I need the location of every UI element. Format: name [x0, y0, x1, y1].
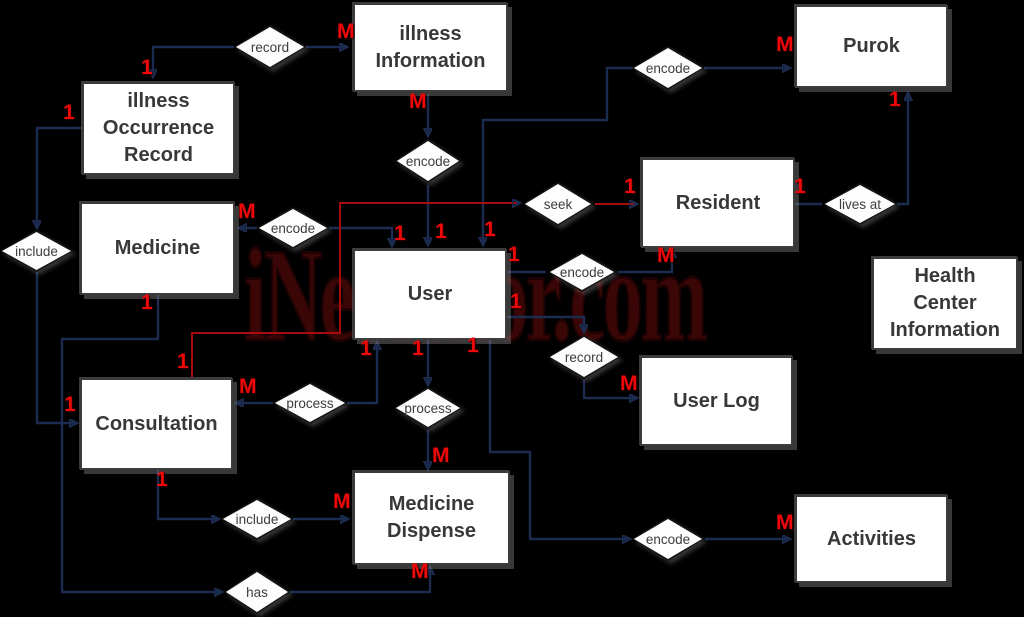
entity-medicine: Medicine: [80, 202, 235, 295]
cardinality-label: 1: [467, 334, 479, 357]
cardinality-label: M: [657, 244, 675, 267]
relationship-include-occurrence: include: [0, 230, 73, 272]
relationship-encode-medicine: encode: [257, 207, 329, 249]
cardinality-label: M: [432, 444, 450, 467]
entity-label: Purok: [843, 35, 900, 57]
line-user-to-activities-encode: [488, 340, 629, 539]
cardinality-label: M: [776, 33, 794, 56]
relationship-label: seek: [543, 196, 573, 212]
line-consultation-to-include: [156, 470, 218, 519]
relationship-label: include: [15, 243, 58, 259]
entity-label: Health Center Information: [890, 265, 1000, 341]
line-medicine-to-has: [60, 295, 221, 592]
cardinality-label: 1: [510, 290, 522, 313]
cardinality-label: 1: [889, 88, 901, 111]
relationship-encode-resident: encode: [548, 252, 616, 292]
cardinality-label: M: [337, 20, 355, 43]
line-include-to-consultation: [35, 272, 76, 423]
entity-purok: Purok: [795, 5, 948, 88]
cardinality-label: 1: [360, 337, 372, 360]
relationship-label: lives at: [838, 196, 882, 212]
relationship-include-dispense: include: [221, 498, 293, 540]
relationship-label: process: [286, 395, 334, 411]
relationship-record-userlog: record: [548, 335, 620, 379]
cardinality-label: 1: [435, 220, 447, 243]
relationship-label: encode: [405, 153, 451, 169]
cardinality-label: M: [239, 375, 257, 398]
relationship-label: encode: [270, 220, 316, 236]
entity-resident: Resident: [641, 158, 795, 248]
entity-label: illness Occurrence Record: [102, 90, 215, 166]
line-user-to-record: [507, 315, 584, 331]
entity-activities: Activities: [795, 495, 948, 583]
entity-label: Medicine: [114, 237, 201, 259]
relationship-label: record: [564, 349, 604, 365]
entity-user-log: User Log: [640, 356, 793, 446]
relationship-label: encode: [645, 60, 691, 76]
cardinality-label: 1: [141, 56, 153, 79]
cardinality-label: 1: [156, 468, 168, 491]
cardinality-label: 1: [64, 393, 76, 416]
cardinality-label: 1: [508, 243, 520, 266]
entity-label: Activities: [827, 527, 916, 550]
entity-label: illness Information: [375, 22, 486, 72]
entity-consultation: Consultation: [80, 378, 233, 470]
cardinality-label: 1: [624, 175, 636, 198]
relationship-label: process: [404, 400, 452, 416]
relationship-lives-at: lives at: [823, 183, 897, 225]
entity-health-center-information: Health Center Information: [872, 257, 1018, 350]
cardinality-label: 1: [177, 350, 189, 373]
line-record-to-illness-occurrence: [153, 45, 234, 76]
line-medicine-encode-to-user: [329, 226, 392, 245]
cardinality-label: 1: [394, 222, 406, 245]
cardinality-label: M: [409, 90, 427, 113]
relationship-label: include: [235, 511, 279, 527]
cardinality-label: M: [620, 372, 638, 395]
relationship-process-dispense: process: [394, 387, 462, 429]
relationship-process-consultation: process: [273, 382, 347, 424]
entity-medicine-dispense: Medicine Dispense: [353, 471, 510, 565]
relationship-label: has: [246, 584, 268, 600]
entity-illness-occurrence-record: illness Occurrence Record: [82, 82, 235, 175]
cardinality-label: 1: [141, 291, 153, 314]
line-illness-occurrence-to-include: [37, 126, 82, 227]
entity-label: Consultation: [95, 412, 218, 435]
relationship-label: encode: [645, 531, 691, 547]
cardinality-label: M: [776, 511, 794, 534]
cardinality-label: M: [238, 200, 256, 223]
entity-label: Medicine Dispense: [387, 493, 476, 542]
line-has-to-dispense: [290, 568, 430, 594]
line-livesat-to-purok: [897, 94, 908, 206]
entity-label: User: [407, 283, 453, 305]
entity-user: User: [353, 249, 507, 340]
cardinality-label: 1: [484, 218, 496, 241]
relationship-label: record: [250, 39, 290, 55]
line-record-to-userlog: [582, 380, 636, 398]
line-purok-encode-to-user: [483, 66, 633, 244]
line-encode-to-resident-bottom: [618, 251, 672, 274]
relationship-encode-activities: encode: [632, 517, 704, 561]
line-consultation-to-seek: [191, 203, 519, 377]
relationship-has: has: [224, 570, 290, 614]
entity-illness-information: illness Information: [353, 3, 508, 92]
relationship-record-illness: record: [234, 25, 306, 69]
entity-label: Resident: [675, 191, 761, 214]
relationship-seek: seek: [523, 182, 593, 226]
relationship-encode-purok: encode: [632, 46, 704, 90]
relationship-label: encode: [559, 264, 605, 280]
cardinality-label: M: [411, 560, 429, 583]
cardinality-label: 1: [63, 101, 75, 124]
relationship-encode-illness-info: encode: [395, 139, 461, 183]
entity-label: User Log: [673, 389, 760, 412]
cardinality-label: 1: [412, 337, 424, 360]
cardinality-label: 1: [794, 175, 806, 198]
line-process-to-user-bottom: [347, 343, 377, 405]
cardinality-label: M: [333, 490, 351, 513]
